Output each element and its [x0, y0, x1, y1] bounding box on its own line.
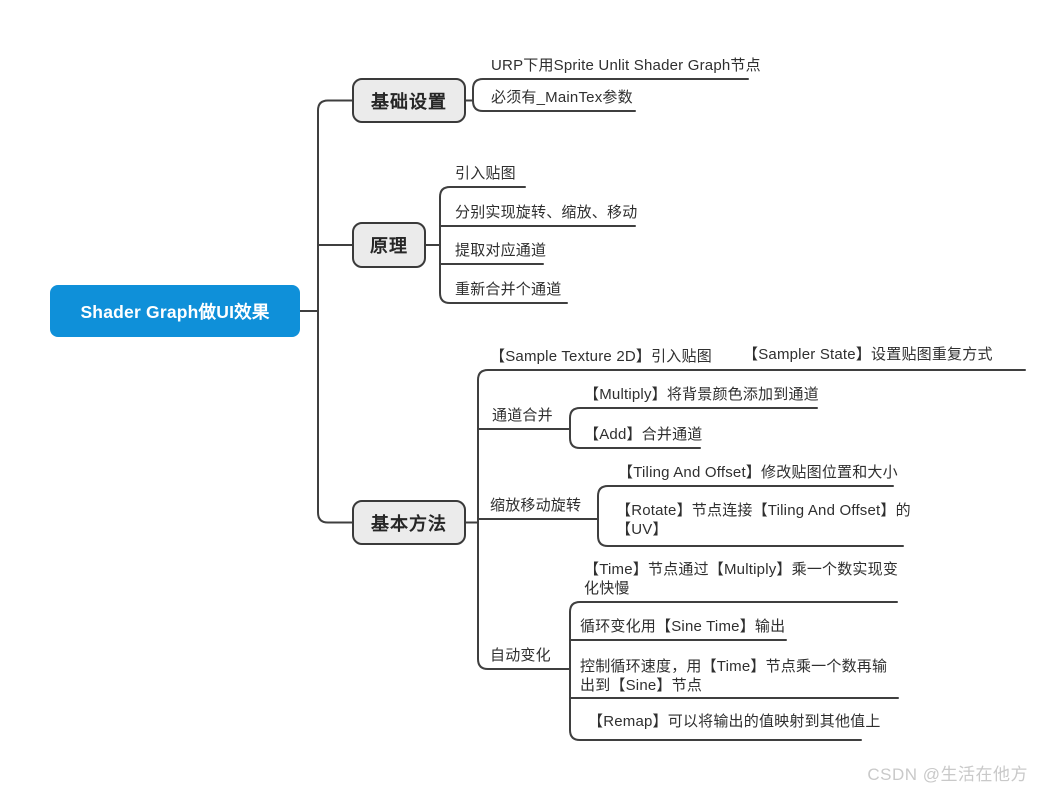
subtopic-remap-node[interactable]: 【Remap】可以将输出的值映射到其他值上 — [588, 713, 881, 730]
branch-topic-basic-settings[interactable]: 基础设置 — [352, 78, 466, 123]
subtopic-import-texture[interactable]: 引入贴图 — [455, 165, 516, 182]
connector-trunk — [317, 99, 353, 524]
subtopic-remerge-channel[interactable]: 重新合并个通道 — [455, 281, 562, 298]
root-topic[interactable]: Shader Graph做UI效果 — [50, 285, 300, 337]
subtopic-sampler-state[interactable]: 【Sampler State】设置贴图重复方式 — [743, 346, 993, 363]
subtopic-sample-texture-2d[interactable]: 【Sample Texture 2D】引入贴图 — [490, 348, 712, 365]
subtopic-extract-channel[interactable]: 提取对应通道 — [455, 242, 547, 259]
connector-auto-bracket — [569, 601, 898, 741]
connector-transform-bracket — [597, 485, 904, 547]
connector-merge-bracket — [569, 407, 818, 449]
subtopic-urp-sprite-unlit[interactable]: URP下用Sprite Unlit Shader Graph节点 — [491, 57, 761, 74]
subtopic-time-multiply[interactable]: 【Time】节点通过【Multiply】乘一个数实现变化快慢 — [584, 561, 899, 597]
subtopic-tiling-and-offset[interactable]: 【Tiling And Offset】修改贴图位置和大小 — [618, 464, 898, 481]
subtopic-rotate-scale-move[interactable]: 分别实现旋转、缩放、移动 — [455, 204, 638, 221]
connector-b2-bracket — [439, 186, 568, 304]
subtopic-loop-speed-control[interactable]: 控制循环速度，用【Time】节点乘一个数再输出到【Sine】节点 — [580, 658, 888, 694]
connector-b1-bracket — [472, 78, 749, 112]
branch-topic-principle[interactable]: 原理 — [352, 222, 426, 268]
subtopic-channel-merge[interactable]: 通道合并 — [492, 407, 553, 424]
subtopic-multiply-node[interactable]: 【Multiply】将背景颜色添加到通道 — [584, 386, 819, 403]
subtopic-add-node[interactable]: 【Add】合并通道 — [584, 426, 703, 443]
subtopic-rotate-node[interactable]: 【Rotate】节点连接【Tiling And Offset】的【UV】 — [616, 502, 911, 538]
subtopic-maintex-param[interactable]: 必须有_MainTex参数 — [491, 89, 633, 106]
branch-topic-basic-methods[interactable]: 基本方法 — [352, 500, 466, 545]
watermark: CSDN @生活在他方 — [867, 765, 1028, 784]
subtopic-scale-move-rotate[interactable]: 缩放移动旋转 — [490, 497, 582, 514]
subtopic-sine-time[interactable]: 循环变化用【Sine Time】输出 — [580, 618, 786, 635]
subtopic-auto-change[interactable]: 自动变化 — [490, 647, 551, 664]
